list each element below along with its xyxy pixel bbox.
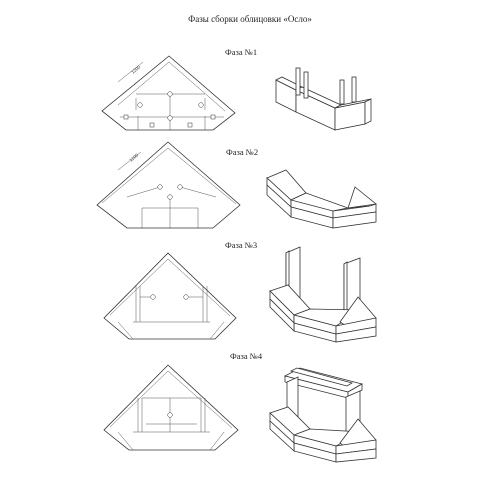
document-title: Фазы сборки облицовки «Осло» <box>188 14 312 24</box>
phase-3-plan-drawing <box>103 252 237 340</box>
phase-1-dimension-label: 1200 <box>130 64 141 75</box>
phase-3-3d-drawing <box>269 246 377 343</box>
phase-4-plan-drawing <box>103 364 239 451</box>
phase-2-plan-drawing <box>96 141 241 229</box>
phase-4-label: Фаза №4 <box>230 351 263 361</box>
phase-2-dimension-label: 1200 <box>128 152 139 163</box>
phase-3-label: Фаза №3 <box>225 240 258 250</box>
phase-1-3d-drawing <box>275 67 372 131</box>
phase-1-plan-drawing <box>101 55 236 131</box>
phase-2-3d-drawing <box>266 169 377 229</box>
phase-4-3d-drawing <box>269 367 377 463</box>
phase-1-label: Фаза №1 <box>225 47 258 57</box>
phase-2-label: Фаза №2 <box>226 147 259 157</box>
document-sheet <box>59 0 441 500</box>
